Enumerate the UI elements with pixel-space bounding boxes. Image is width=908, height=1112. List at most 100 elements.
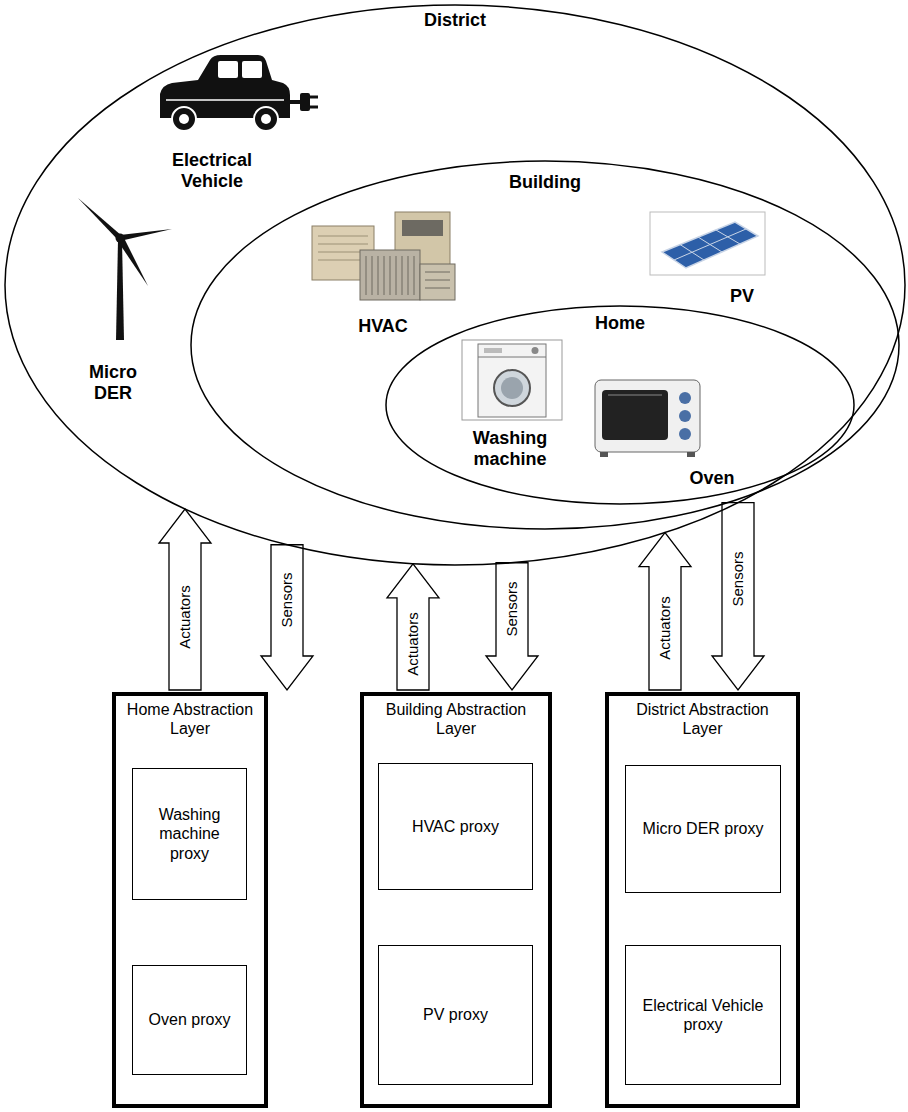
- wind-turbine-icon: [116, 234, 125, 243]
- oven-picture: [602, 390, 668, 440]
- layer-title: District Abstraction Layer: [609, 696, 796, 738]
- block-arrow: [159, 509, 211, 690]
- device-label: Micro DER: [73, 362, 153, 404]
- arrow-label-holder: Sensors: [730, 552, 747, 607]
- electric-car-icon: [310, 106, 318, 109]
- region-outline: [5, 5, 905, 565]
- oven-picture: [600, 452, 608, 457]
- electric-car-icon: [160, 55, 318, 131]
- device-label-holder: HVAC: [343, 316, 423, 337]
- hvac-units-picture: [378, 256, 379, 295]
- district-region: DistrictBuildingHome: [4, 4, 906, 566]
- arrow-label-holder: Actuators: [657, 597, 674, 660]
- electric-car-icon: [179, 114, 189, 124]
- block-arrow: [712, 503, 764, 690]
- region-title: District: [4, 10, 906, 32]
- electric-car-icon: [172, 107, 196, 131]
- washing-machine-picture: [462, 340, 562, 420]
- region-outline: [385, 305, 855, 505]
- arrow-label-holder: Actuators: [405, 612, 422, 675]
- hvac-units-picture: [360, 250, 420, 300]
- oven-picture: [608, 395, 662, 396]
- hvac-units-picture: [420, 264, 455, 300]
- hvac-units-picture: [425, 272, 450, 273]
- oven-picture: [679, 410, 691, 422]
- hvac-units-picture: [318, 236, 368, 237]
- wind-turbine-icon: [117, 236, 148, 286]
- proxy-label: Oven proxy: [133, 1010, 246, 1029]
- abstraction-layer-box: District Abstraction LayerMicro DER prox…: [605, 692, 800, 1108]
- arrow-label: Actuators: [405, 612, 422, 675]
- electric-car-icon: [300, 93, 310, 111]
- device-label-holder: PV: [720, 286, 764, 307]
- block-arrow: [261, 545, 313, 690]
- electric-car-icon: [254, 107, 278, 131]
- proxy-box: Electrical Vehicle proxy: [625, 945, 781, 1085]
- abstraction-layer-box: Home Abstraction LayerWashing machine pr…: [112, 692, 268, 1108]
- washing-machine-picture: [501, 377, 523, 399]
- arrow-label: Sensors: [504, 582, 521, 637]
- region-outline: [386, 306, 854, 504]
- electric-car-icon: [166, 99, 284, 101]
- device-label: HVAC: [343, 316, 423, 337]
- electric-car-icon: [310, 96, 318, 99]
- device-label-holder: Oven: [677, 468, 747, 489]
- proxy-label: HVAC proxy: [379, 817, 532, 836]
- hvac-units-picture: [425, 288, 450, 289]
- hvac-units-picture: [318, 244, 368, 245]
- arrow-label: Actuators: [657, 597, 674, 660]
- oven-picture: [595, 380, 700, 457]
- hvac-units-picture: [414, 256, 415, 295]
- hvac-units-picture: [402, 220, 443, 236]
- arrow-label-holder: Sensors: [504, 582, 521, 637]
- hvac-units-picture: [312, 212, 455, 300]
- electric-car-icon: [261, 114, 271, 124]
- region-outline: [4, 4, 906, 566]
- layer-title: Home Abstraction Layer: [116, 696, 264, 738]
- device-label-holder: Electrical Vehicle: [152, 150, 272, 192]
- device-label-holder: Micro DER: [73, 362, 153, 404]
- pv-panel-picture: [650, 212, 765, 275]
- hvac-units-picture: [425, 280, 450, 281]
- hvac-units-picture: [396, 256, 397, 295]
- region-outline: [190, 160, 900, 530]
- proxy-label: PV proxy: [379, 1005, 532, 1024]
- arrow-label-holder: Sensors: [279, 573, 296, 628]
- proxy-box: HVAC proxy: [378, 763, 533, 890]
- layer-title: Building Abstraction Layer: [364, 696, 548, 738]
- proxy-label: Electrical Vehicle proxy: [626, 996, 780, 1034]
- wind-turbine-icon: [120, 229, 172, 241]
- washing-machine-picture: [494, 370, 530, 406]
- device-label: PV: [720, 286, 764, 307]
- proxy-box: Oven proxy: [132, 965, 247, 1075]
- proxy-box: Micro DER proxy: [625, 765, 781, 893]
- hvac-units-picture: [390, 256, 391, 295]
- device-label-holder: Washing machine: [455, 428, 565, 470]
- washing-machine-picture: [478, 344, 546, 417]
- proxy-label: Micro DER proxy: [626, 819, 780, 838]
- device-label: Electrical Vehicle: [152, 150, 272, 192]
- electric-car-icon: [242, 61, 262, 78]
- washing-machine-picture: [462, 340, 562, 420]
- washing-machine-picture: [478, 357, 546, 358]
- wind-turbine-icon: [116, 240, 124, 340]
- home-region: Home: [385, 305, 855, 505]
- oven-picture: [595, 380, 700, 452]
- hvac-units-picture: [408, 256, 409, 295]
- arrow-label: Actuators: [177, 585, 194, 648]
- device-label: Oven: [677, 468, 747, 489]
- region-title: Building: [190, 172, 900, 194]
- building-region: BuildingHome: [190, 160, 900, 530]
- region-outline: [191, 161, 899, 529]
- hvac-units-picture: [402, 256, 403, 295]
- oven-picture: [679, 428, 691, 440]
- proxy-box: Washing machine proxy: [132, 768, 247, 900]
- abstraction-layer-box: Building Abstraction LayerHVAC proxy PV p…: [360, 692, 552, 1108]
- block-arrow: [486, 563, 538, 690]
- proxy-box: PV proxy: [378, 945, 533, 1085]
- washing-machine-picture: [484, 348, 502, 353]
- block-arrow: [387, 564, 439, 690]
- pv-panel-picture: [674, 229, 746, 260]
